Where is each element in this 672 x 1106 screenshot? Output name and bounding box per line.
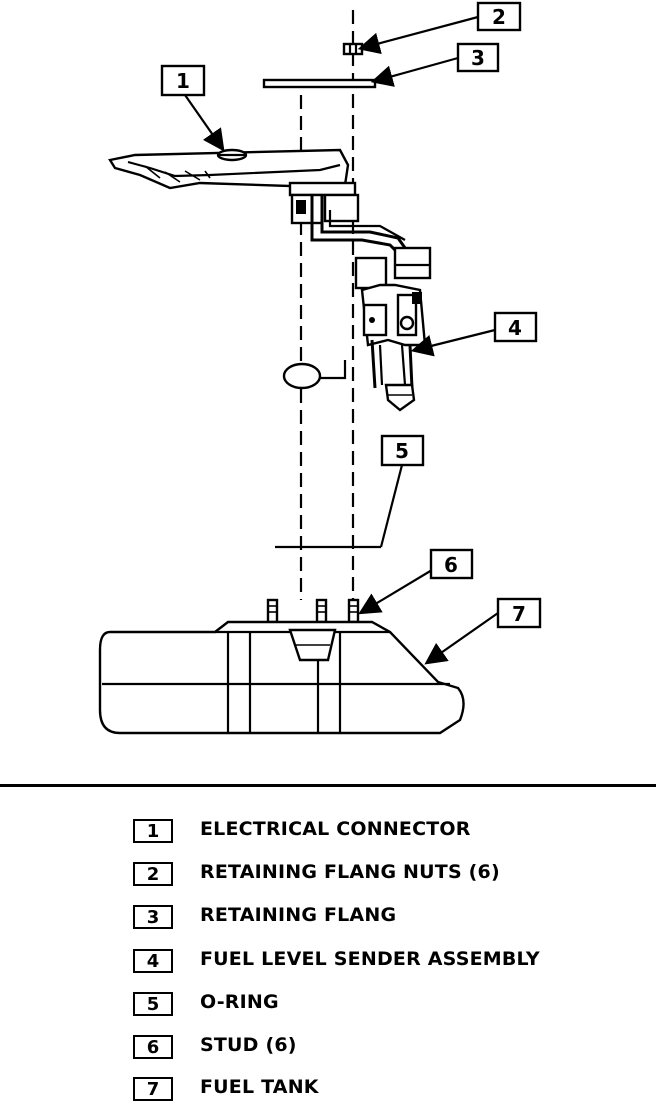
callout-4: 4 (493, 311, 538, 343)
legend-label: STUD (6) (200, 1034, 297, 1056)
legend-item: 2 RETAINING FLANG NUTS (6) (133, 859, 500, 889)
legend-label: FUEL TANK (200, 1076, 319, 1098)
legend-item: 3 RETAINING FLANG (133, 902, 396, 932)
legend-item: 1 ELECTRICAL CONNECTOR (133, 816, 470, 846)
callout-1: 1 (160, 64, 206, 97)
callout-1-leader (184, 94, 225, 152)
fuel-tank (98, 620, 465, 735)
legend-label: ELECTRICAL CONNECTOR (200, 818, 471, 840)
legend-label: O-RING (200, 991, 279, 1013)
legend-item: 6 STUD (6) (133, 1032, 296, 1062)
callout-3-leader (370, 56, 459, 87)
fuel-level-sender-assembly (108, 148, 432, 412)
callout-4-leader (410, 328, 496, 357)
callout-5-leader (379, 464, 404, 548)
legend-number-box: 3 (133, 905, 173, 929)
svg-text:3: 3 (471, 46, 485, 70)
legend-item: 7 FUEL TANK (133, 1074, 319, 1104)
legend-number-box: 7 (133, 1077, 173, 1101)
svg-text:4: 4 (508, 316, 522, 340)
callout-6: 6 (429, 548, 474, 580)
legend-label: FUEL LEVEL SENDER ASSEMBLY (200, 948, 540, 970)
callout-2: 2 (476, 1, 522, 32)
legend-label: RETAINING FLANG NUTS (6) (200, 861, 500, 883)
legend-number-box: 2 (133, 862, 173, 886)
callout-2-leader (357, 15, 479, 55)
legend-number-box: 5 (133, 992, 173, 1016)
callout-7: 7 (496, 597, 542, 629)
retaining-flange-nut (342, 42, 364, 56)
svg-text:5: 5 (395, 439, 409, 463)
callout-7-leader (424, 612, 499, 665)
svg-text:6: 6 (444, 553, 458, 577)
legend-number-box: 6 (133, 1035, 173, 1059)
studs (266, 598, 360, 624)
svg-text:2: 2 (492, 5, 506, 29)
legend-item: 4 FUEL LEVEL SENDER ASSEMBLY (133, 946, 540, 976)
svg-text:7: 7 (512, 602, 526, 626)
legend-label: RETAINING FLANG (200, 904, 397, 926)
legend-item: 5 O-RING (133, 989, 279, 1019)
svg-text:1: 1 (176, 69, 190, 93)
callout-6-leader (358, 569, 433, 615)
callout-3: 3 (456, 42, 500, 73)
callout-5: 5 (380, 434, 425, 467)
divider (0, 784, 656, 787)
legend-number-box: 1 (133, 819, 173, 843)
legend-number-box: 4 (133, 949, 173, 973)
retaining-flange (262, 78, 377, 89)
exploded-view-diagram: 1 2 3 4 5 6 7 (98, 1, 542, 735)
